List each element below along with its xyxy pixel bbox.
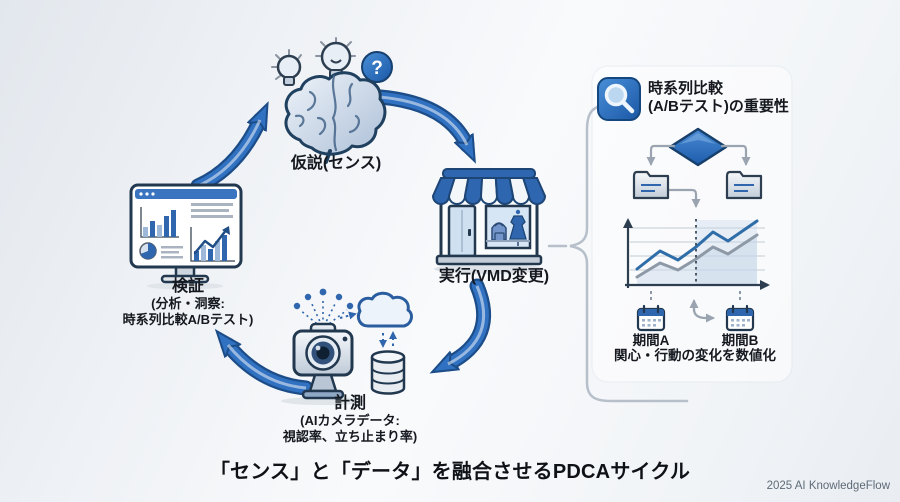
magnifier-icon xyxy=(597,77,641,121)
panel-caption: 関心・行動の変化を数値化 xyxy=(614,348,776,363)
folder-a-icon xyxy=(632,170,670,200)
panel-title-line1: 時系列比較 xyxy=(648,80,724,97)
verify-text: 検証 xyxy=(171,278,204,295)
label-execute: 実行(VMD変更) xyxy=(414,268,574,286)
calendar-b-icon xyxy=(725,304,755,332)
decision-diamond xyxy=(668,127,728,167)
chart-line-period-b xyxy=(635,219,759,271)
verify-subtext-1: (分析・洞察: xyxy=(151,296,225,312)
panel-connector-brace xyxy=(547,103,689,403)
folder-b-icon xyxy=(725,170,763,200)
arrow-hypothesis-to-execute xyxy=(372,89,467,145)
panel-flow-connectors xyxy=(646,144,751,323)
chart-line-period-a xyxy=(635,233,759,279)
main-title: 「センス」と「データ」を融合させるPDCAサイクル xyxy=(209,461,691,483)
arrow-execute-to-measure xyxy=(448,278,492,364)
verify-subtext-2: 時系列比較A/Bテスト) xyxy=(122,311,254,327)
execute-text: 実行(VMD変更) xyxy=(438,268,550,285)
hypothesis-text: 仮説(センス) xyxy=(290,155,382,172)
cloud-icon xyxy=(356,291,413,328)
timeseries-chart xyxy=(623,218,770,303)
store-icon xyxy=(431,168,547,274)
ai-camera-icon xyxy=(281,288,365,405)
measure-subtext-1: (AIカメラデータ: xyxy=(300,413,400,429)
label-period-b: 期間B xyxy=(721,333,759,348)
dashboard-monitor-icon xyxy=(129,183,243,290)
measure-text: 計測 xyxy=(333,395,366,412)
arrow-verify-to-hypothesis xyxy=(190,120,260,194)
calendar-a-icon xyxy=(636,304,666,332)
label-hypothesis: 仮説(センス) xyxy=(256,155,416,173)
panel-title-line2: (A/Bテスト)の重要性 xyxy=(648,97,789,115)
database-icon xyxy=(370,350,406,395)
lightbulb-small-icon xyxy=(271,49,302,86)
svg-text:?: ? xyxy=(371,58,383,79)
label-verify: 検証 (分析・洞察: 時系列比較A/Bテスト) xyxy=(98,278,278,327)
panel-title: 時系列比較 (A/Bテスト)の重要性 xyxy=(648,80,798,115)
label-period-a: 期間A xyxy=(632,333,670,348)
arrow-measure-to-verify xyxy=(228,345,314,396)
label-measure: 計測 (AIカメラデータ: 視認率、立ち止まり率) xyxy=(260,395,440,444)
brain-icon xyxy=(284,71,387,164)
footer-credit: 2025 AI KnowledgeFlow xyxy=(766,480,890,492)
data-flow-dotted-arrows xyxy=(339,311,397,348)
measure-subtext-2: 視認率、立ち止まり率) xyxy=(282,428,418,444)
